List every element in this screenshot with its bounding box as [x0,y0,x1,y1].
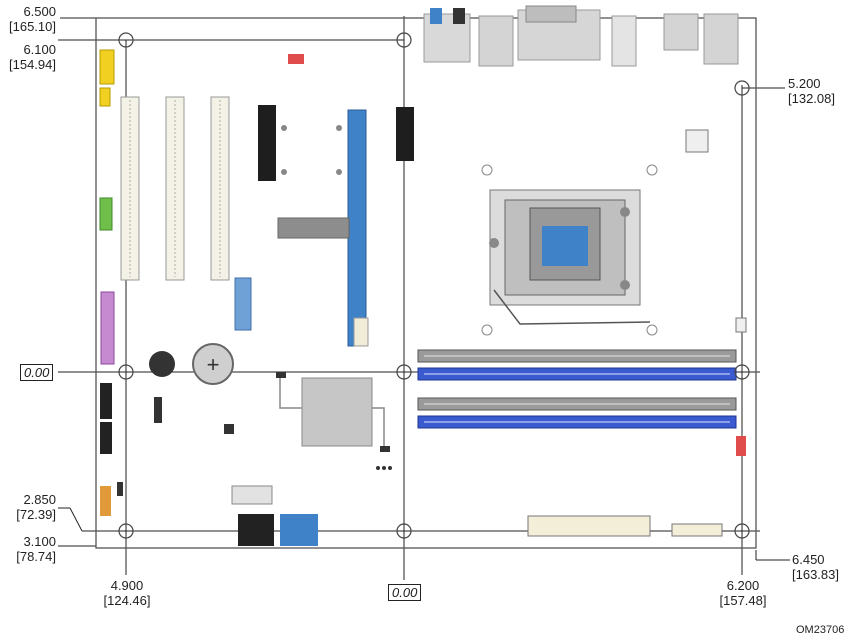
dim-label-6100: 6.100 [154.94] [2,42,56,72]
mounting-hole-icon [734,364,750,380]
dimm-slots [417,349,737,429]
fan-header [735,317,747,333]
dim-label-2850: 2.850 [72.39] [2,492,56,522]
dim-mm: [154.94] [9,57,56,72]
mounting-hole-icon [118,32,134,48]
dim-label-4900: 4.900 [124.46] [92,578,162,608]
mounting-hole-icon [396,364,412,380]
figure-id: OM23706 [796,624,845,636]
dim-inches: 4.900 [110,578,144,593]
header-yellow [99,49,115,85]
pcie-x1-slot [258,105,276,181]
mounting-hole-icon [734,80,750,96]
dim-label-bottom-zero: 0.00 [388,584,422,601]
dim-label-6200: 6.200 [157.48] [708,578,778,608]
dim-mm: [132.08] [788,91,835,106]
mounting-hole-icon [118,523,134,539]
audio-jack-blue [430,8,442,24]
red-component [288,54,304,64]
usb-stack-2 [663,13,699,51]
header-black-2 [100,422,112,454]
header-black-1 [100,383,112,419]
sata-connectors [231,485,318,546]
header-green [99,197,113,231]
usb-stack-3 [703,13,739,65]
dim-mm: [163.83] [792,567,839,582]
header-multicolor [100,486,111,516]
dim-label-6500: 6.500 [165.10] [2,4,56,34]
mounting-hole-icon [118,364,134,380]
front-panel-header [671,523,723,537]
header-small-black [154,397,162,423]
dim-inches: 6.100 [23,42,56,57]
blue-header [234,277,252,331]
mounting-hole-icon [734,523,750,539]
dim-inches: 6.200 [726,578,760,593]
red-component [736,436,746,456]
header-pins [117,482,123,496]
dim-inches: 6.500 [23,4,56,19]
vga-connector-shell [525,5,577,23]
pcie-x16-slot [347,109,367,347]
dim-inches: 5.200 [788,76,821,91]
usb-stack-1 [478,15,514,67]
battery-symbol: + [207,352,220,377]
buzzer-icon [149,351,175,377]
dim-mm: [165.10] [9,19,56,34]
dim-inches: 3.100 [23,534,56,549]
atx-power-connector [527,515,651,537]
sata-connector-black [238,514,274,546]
heatsink-icon [301,377,373,447]
heatsink-heatpipe [279,378,385,446]
header-yellow-small [99,87,111,107]
mounting-hole-icon [396,32,412,48]
dim-mm: [78.74] [16,549,56,564]
dim-inches: 2.850 [23,492,56,507]
small-chip [276,372,286,378]
cpu-power-connector [685,129,709,153]
small-chip [224,424,234,434]
pcie-x16-latch [353,317,369,347]
dim-label-5200: 5.200 [132.08] [788,76,835,106]
rear-io-panel [423,5,739,67]
hdmi-connector [611,15,637,67]
dim-mm: [157.48] [719,593,767,608]
battery-icon [192,343,234,385]
pcie-x1-slots [258,105,414,181]
cpu-socket-icon [489,189,651,325]
dim-label-left-zero: 0.00 [20,364,54,381]
audio-jack-black [453,8,465,24]
board-outline [95,17,757,549]
mounting-holes [118,32,750,539]
dim-label-6450: 6.450 [163.83] [792,552,839,582]
left-headers [99,49,162,516]
header-pink [100,291,115,365]
ribbon-connector [277,217,350,239]
sata-connector [231,485,273,505]
dim-inches: 6.450 [792,552,825,567]
dim-mm: [124.46] [103,593,151,608]
dim-label-3100: 3.100 [78.74] [2,534,56,564]
small-chip [380,446,390,452]
sata-connector-blue [280,514,318,546]
pci-slots [120,96,230,281]
mounting-hole-icon [396,523,412,539]
pcie-x1-slot [396,107,414,161]
dim-mm: [72.39] [16,507,56,522]
